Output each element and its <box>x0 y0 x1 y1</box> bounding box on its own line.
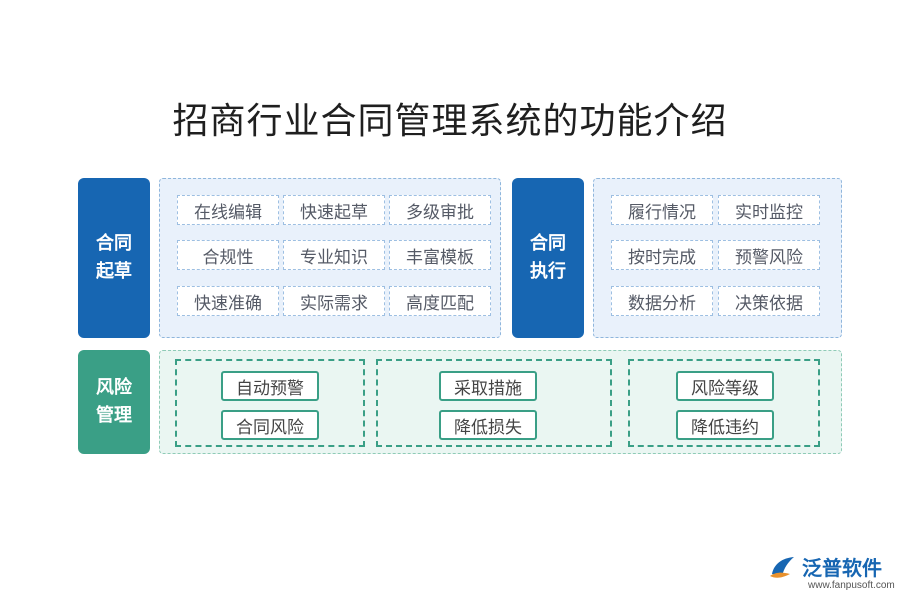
execution-label-text: 合同 执行 <box>530 233 566 282</box>
risk-group: 风险等级 降低违约 <box>628 359 820 447</box>
drafting-tag: 丰富模板 <box>389 240 491 270</box>
drafting-tag: 高度匹配 <box>389 286 491 316</box>
drafting-tag: 在线编辑 <box>177 195 279 225</box>
page-title: 招商行业合同管理系统的功能介绍 <box>172 101 728 142</box>
risk-tag: 风险等级 <box>676 371 774 401</box>
risk-label: 风险 管理 <box>78 350 150 454</box>
execution-tag: 履行情况 <box>611 195 713 225</box>
drafting-label-text: 合同 起草 <box>96 233 132 282</box>
brand-url: www.fanpusoft.com <box>808 580 895 591</box>
drafting-tag: 实际需求 <box>283 286 385 316</box>
brand-logo: 泛普软件 <box>768 552 882 581</box>
execution-tag: 数据分析 <box>611 286 713 316</box>
drafting-tag: 专业知识 <box>283 240 385 270</box>
execution-tag: 按时完成 <box>611 240 713 270</box>
drafting-label: 合同 起草 <box>78 178 150 338</box>
execution-tag: 实时监控 <box>718 195 820 225</box>
execution-tag: 决策依据 <box>718 286 820 316</box>
risk-panel: 自动预警 合同风险 采取措施 降低损失 风险等级 降低违约 <box>159 350 842 454</box>
risk-group: 采取措施 降低损失 <box>376 359 612 447</box>
drafting-tag: 合规性 <box>177 240 279 270</box>
drafting-tag: 多级审批 <box>389 195 491 225</box>
drafting-panel: 在线编辑 快速起草 多级审批 合规性 专业知识 丰富模板 快速准确 实际需求 高… <box>159 178 501 338</box>
risk-tag: 合同风险 <box>221 410 319 440</box>
execution-panel: 履行情况 实时监控 按时完成 预警风险 数据分析 决策依据 <box>593 178 842 338</box>
risk-tag: 降低违约 <box>676 410 774 440</box>
fanpu-logo-icon <box>770 556 794 578</box>
risk-group: 自动预警 合同风险 <box>175 359 365 447</box>
risk-tag: 采取措施 <box>439 371 537 401</box>
execution-label: 合同 执行 <box>512 178 584 338</box>
drafting-tag: 快速起草 <box>283 195 385 225</box>
risk-tag: 降低损失 <box>439 410 537 440</box>
execution-tag: 预警风险 <box>718 240 820 270</box>
brand-name: 泛普软件 <box>802 556 882 580</box>
risk-tag: 自动预警 <box>221 371 319 401</box>
drafting-tag: 快速准确 <box>177 286 279 316</box>
risk-label-text: 风险 管理 <box>96 377 132 426</box>
